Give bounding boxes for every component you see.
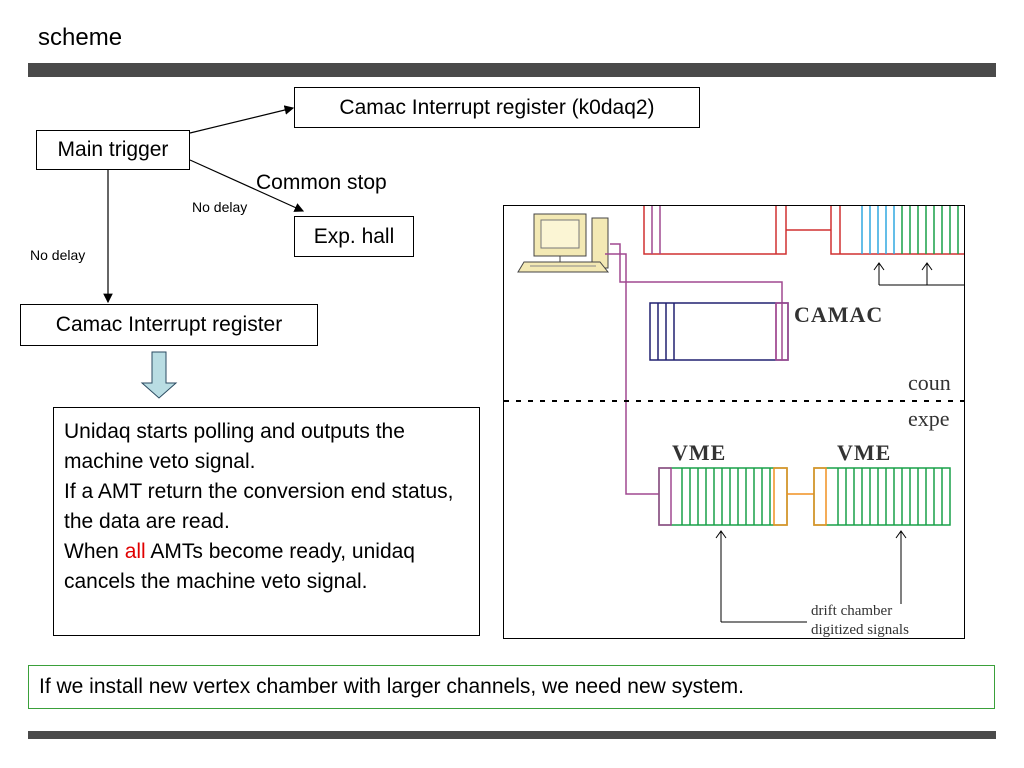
footer-divider bbox=[28, 731, 996, 739]
counting-room-label: coun bbox=[908, 370, 951, 395]
exp-hall-box: Exp. hall bbox=[294, 216, 414, 257]
vme-left-label: VME bbox=[672, 440, 727, 465]
camac-register-label: Camac Interrupt register bbox=[55, 313, 283, 336]
slide-title: scheme bbox=[38, 24, 123, 51]
common-stop-label: Common stop bbox=[256, 171, 387, 194]
explanation-line-3-pre: When bbox=[64, 540, 125, 563]
arrow-to-exp-hall bbox=[189, 159, 305, 212]
down-block-arrow bbox=[140, 351, 178, 399]
explanation-line-1: Unidaq starts polling and outputs the ma… bbox=[64, 420, 405, 473]
conclusion-text: If we install new vertex chamber with la… bbox=[39, 675, 744, 698]
explanation-box: Unidaq starts polling and outputs the ma… bbox=[53, 407, 480, 636]
computer-icon bbox=[517, 213, 610, 273]
explanation-line-3: When all AMTs become ready, unidaq cance… bbox=[64, 537, 469, 597]
drift-chamber-label: drift chamber bbox=[811, 603, 893, 619]
vme-left-crate bbox=[658, 467, 788, 526]
arrow-to-k0daq2 bbox=[189, 105, 295, 134]
explanation-line-2: If a AMT return the conversion end statu… bbox=[64, 480, 454, 533]
vme-right-crate bbox=[813, 467, 951, 526]
top-crate-left bbox=[643, 206, 787, 255]
cable-to-camac bbox=[610, 243, 783, 303]
system-diagram-graphics bbox=[504, 206, 964, 623]
camac-k0daq2-box: Camac Interrupt register (k0daq2) bbox=[294, 87, 700, 128]
top-crate-right bbox=[830, 206, 964, 255]
no-delay-left-label: No delay bbox=[30, 247, 86, 263]
digitized-signals-label: digitized signals bbox=[811, 622, 909, 638]
cable-to-vme bbox=[605, 253, 659, 495]
camac-k0daq2-label: Camac Interrupt register (k0daq2) bbox=[339, 95, 655, 119]
feedback-arrows bbox=[878, 263, 964, 286]
camac-register-box: Camac Interrupt register bbox=[20, 304, 318, 346]
exp-hall-label: Exp. hall bbox=[313, 224, 395, 248]
signal-arrows bbox=[720, 531, 902, 623]
highlight-all: all bbox=[124, 540, 146, 563]
main-trigger-label: Main trigger bbox=[57, 138, 169, 161]
explanation-line-3-post: AMTs become ready, unidaq cancels the ma… bbox=[64, 540, 415, 593]
header-divider bbox=[28, 63, 996, 77]
no-delay-right-label: No delay bbox=[192, 199, 248, 215]
camac-crate bbox=[649, 302, 789, 361]
camac-label: CAMAC bbox=[794, 302, 884, 327]
vme-right-label: VME bbox=[837, 440, 892, 465]
experimental-hall-label: expe bbox=[908, 406, 950, 431]
system-diagram: CAMAC coun expe VME VME drift chamber di… bbox=[503, 205, 965, 639]
conclusion-note: If we install new vertex chamber with la… bbox=[28, 665, 995, 709]
main-trigger-box: Main trigger bbox=[36, 130, 190, 170]
